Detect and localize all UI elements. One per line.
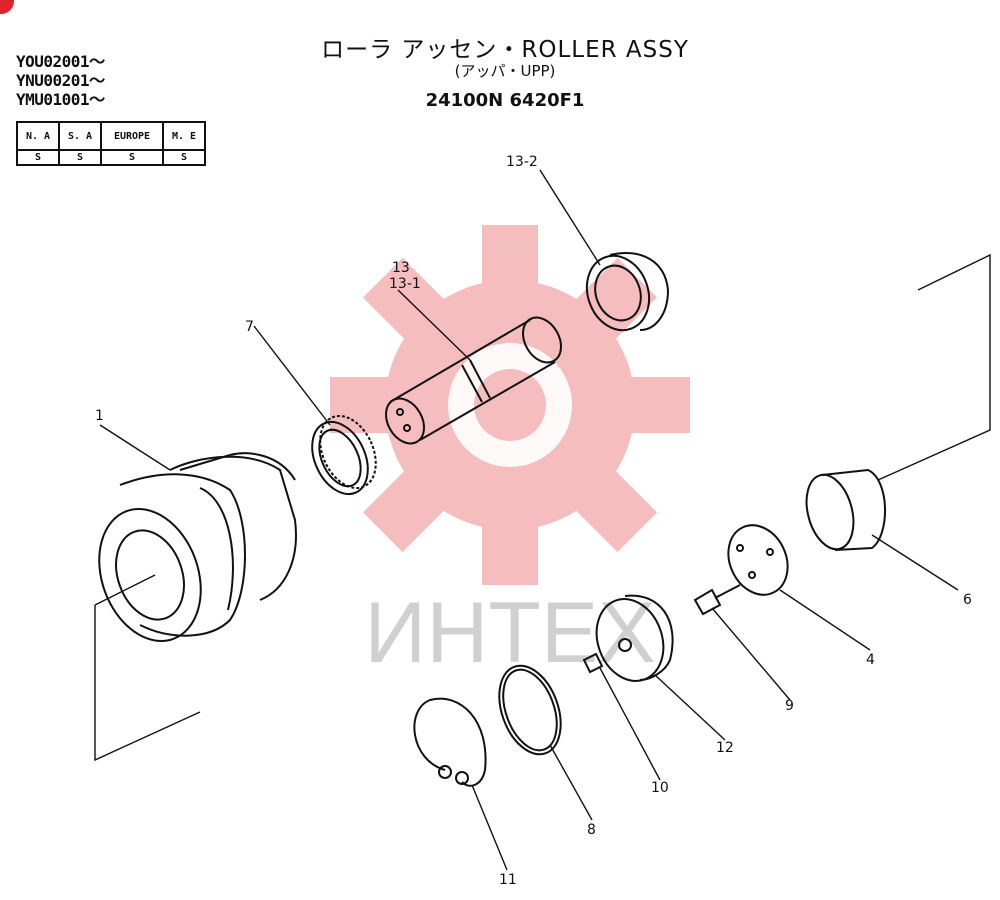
region-value: S [162, 149, 206, 166]
part-1-roller-body [98, 452, 297, 642]
part-11-snap-ring [413, 697, 487, 787]
part-10-plug [582, 652, 604, 674]
callout-label: 11 [499, 872, 517, 888]
callout-label: 1 [95, 408, 104, 424]
part-number: 24100N 6420F1 [425, 90, 585, 111]
callout-label: 10 [651, 780, 669, 796]
diagram-subtitle: (アッパ・UPP) [454, 62, 556, 80]
watermark-gear-icon [330, 225, 690, 585]
part-9-bolt [693, 584, 741, 616]
part-7-seal [311, 414, 377, 496]
part-13-2-bushing [585, 252, 670, 332]
serial-number: YNU00201～ [16, 71, 105, 90]
watermark-text: ИНТЕХ [364, 585, 655, 681]
callout-label: 6 [963, 592, 972, 608]
part-4-plate [727, 524, 789, 596]
region-value: S [16, 149, 60, 166]
serial-number: YMU01001～ [16, 90, 105, 109]
region-value: S [58, 149, 102, 166]
part-12-end-cap [595, 594, 674, 682]
serial-list: YOU02001～ YNU00201～ YMU01001～ [16, 52, 105, 109]
callout-label: 13-2 [506, 154, 538, 170]
callout-label: 8 [587, 822, 596, 838]
leader-lines [94, 169, 991, 871]
part-6-collar [805, 468, 887, 551]
callout-label: 13-1 [389, 276, 421, 292]
part-13-shaft [385, 316, 562, 445]
region-header: M. E [162, 121, 206, 151]
callout-label: 4 [866, 652, 875, 668]
callout-label: 7 [245, 319, 254, 335]
region-value: S [100, 149, 164, 166]
region-applicability-table: N. A S. A EUROPE M. E S S S S [16, 121, 206, 166]
callout-label: 9 [785, 698, 794, 714]
callout-label: 13 [392, 260, 410, 276]
diagram-title: ローラ アッセン・ROLLER ASSY [321, 37, 689, 63]
region-header: S. A [58, 121, 102, 151]
serial-number: YOU02001～ [16, 52, 105, 71]
callout-label: 12 [716, 740, 734, 756]
part-8-o-ring [498, 664, 562, 756]
region-header: N. A [16, 121, 60, 151]
region-header: EUROPE [100, 121, 164, 151]
